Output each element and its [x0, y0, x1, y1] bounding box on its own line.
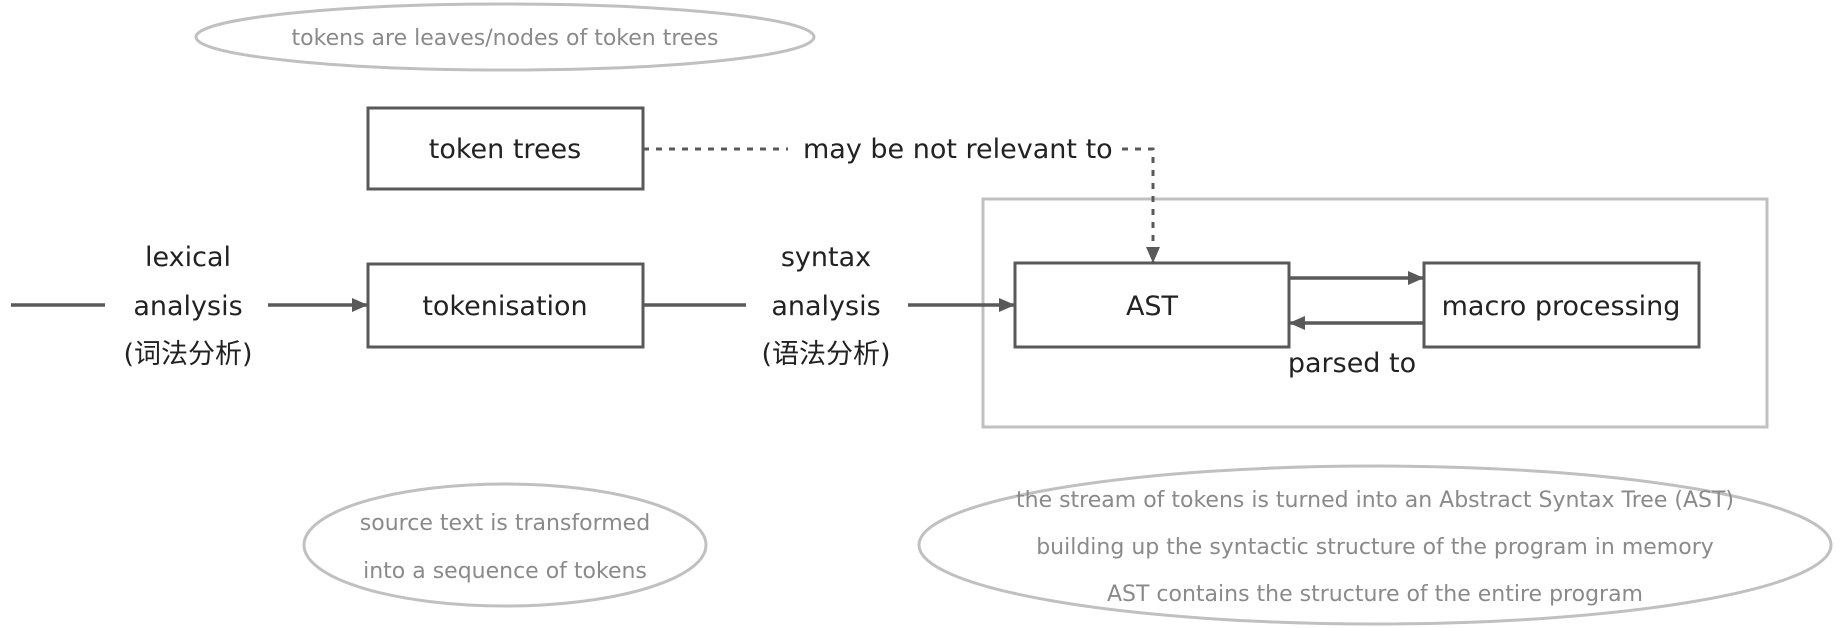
- node-ast-label: AST: [1126, 291, 1179, 322]
- parsing-group-box: [981, 197, 1769, 429]
- node-token-trees[interactable]: token trees: [366, 106, 645, 191]
- lexical-note-line-2: into a sequence of tokens: [363, 559, 647, 584]
- edge-lexical-analysis: lexical analysis (词法分析): [11, 242, 368, 370]
- syntax-note-line-1: the stream of tokens is turned into an A…: [1016, 488, 1734, 513]
- node-ast[interactable]: AST: [1013, 261, 1291, 349]
- token-trees-note: tokens are leaves/nodes of token trees: [194, 2, 816, 72]
- edge-lexical-label-3: (词法分析): [123, 339, 252, 370]
- edge-lexical-label-1: lexical: [145, 242, 231, 273]
- node-token-trees-label: token trees: [429, 134, 581, 165]
- syntax-note: the stream of tokens is turned into an A…: [917, 464, 1833, 626]
- syntax-note-line-3: AST contains the structure of the entire…: [1107, 582, 1643, 607]
- edge-lexical-label-2: analysis: [133, 291, 242, 322]
- node-macro-processing-label: macro processing: [1442, 291, 1681, 322]
- edge-syntax-label-2: analysis: [771, 291, 880, 322]
- node-tokenisation-label: tokenisation: [422, 291, 587, 322]
- node-macro-processing[interactable]: macro processing: [1422, 261, 1701, 349]
- edge-syntax-label-3: (语法分析): [761, 339, 890, 370]
- edge-syntax-label-1: syntax: [781, 242, 871, 273]
- edge-may-be-not-relevant: may be not relevant to: [643, 134, 1160, 263]
- edge-syntax-analysis: syntax analysis (语法分析): [643, 242, 1015, 370]
- token-trees-note-line: tokens are leaves/nodes of token trees: [292, 26, 719, 51]
- edge-may-be-not-relevant-label: may be not relevant to: [803, 134, 1113, 165]
- syntax-note-line-2: building up the syntactic structure of t…: [1036, 535, 1714, 560]
- lexical-note-line-1: source text is transformed: [360, 511, 650, 536]
- edge-parsed-to-label: parsed to: [1288, 348, 1416, 379]
- node-tokenisation[interactable]: tokenisation: [366, 262, 645, 349]
- lexical-note: source text is transformed into a sequen…: [302, 482, 708, 608]
